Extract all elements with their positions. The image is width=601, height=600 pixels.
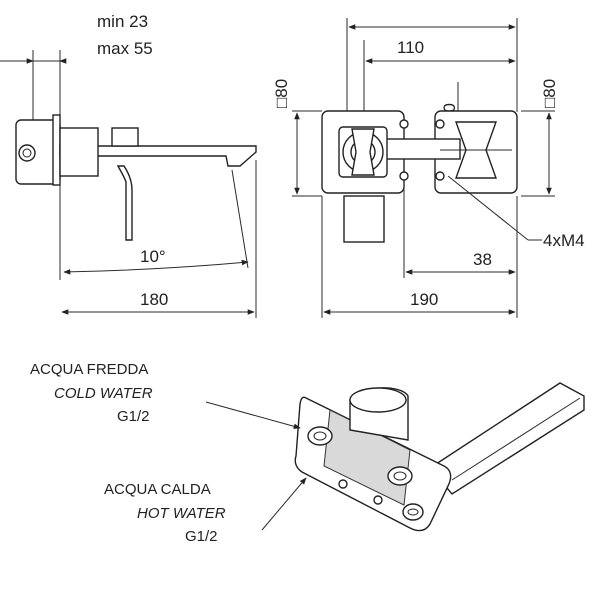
spout-front <box>343 195 385 243</box>
wall-plate-side <box>52 114 61 186</box>
screw-hole-3 <box>435 119 445 129</box>
square-right-label: □80 <box>540 79 559 108</box>
max-depth-label: max 55 <box>97 39 153 58</box>
min-depth-label: min 23 <box>97 12 148 31</box>
cold-water-en-label: COLD WATER <box>54 385 153 402</box>
cold-water-it-label: ACQUA FREDDA <box>30 361 148 378</box>
screw-hole-1 <box>399 119 409 129</box>
fixing-screw-iso <box>338 479 348 489</box>
angle-label: 10° <box>140 247 166 266</box>
angle-arc <box>63 259 249 275</box>
width-bottom-label: 190 <box>410 290 438 309</box>
lever-handle-side <box>116 165 133 241</box>
isometric-view: ACQUA FREDDA COLD WATER G1/2 ACQUA CALDA… <box>30 361 585 545</box>
side-view: min 23 max 55 10° 180 <box>0 12 257 318</box>
length-label: 180 <box>140 290 168 309</box>
valve-cross-left <box>351 128 375 176</box>
width-top-label: 110 <box>397 38 424 57</box>
rough-in-box-iso <box>323 409 411 506</box>
cartridge-cap <box>111 127 139 147</box>
offset-label: 38 <box>473 250 492 269</box>
screws-leader <box>447 175 529 241</box>
cold-water-leader <box>205 401 301 430</box>
square-left-label: □80 <box>272 79 291 108</box>
hot-water-thread-label: G1/2 <box>185 528 218 545</box>
connecting-bar <box>379 138 461 160</box>
mixer-body-side <box>59 127 99 177</box>
screw-hole-4 <box>435 171 445 181</box>
front-view: 110 □80 □80 40 <box>272 18 585 318</box>
hot-water-it-label: ACQUA CALDA <box>104 481 211 498</box>
hot-water-leader <box>261 477 307 531</box>
cold-water-thread-label: G1/2 <box>117 408 150 425</box>
hot-water-en-label: HOT WATER <box>137 505 226 522</box>
screws-label: 4xM4 <box>543 231 585 250</box>
spout-iso <box>428 382 585 495</box>
screw-hole-2 <box>399 171 409 181</box>
